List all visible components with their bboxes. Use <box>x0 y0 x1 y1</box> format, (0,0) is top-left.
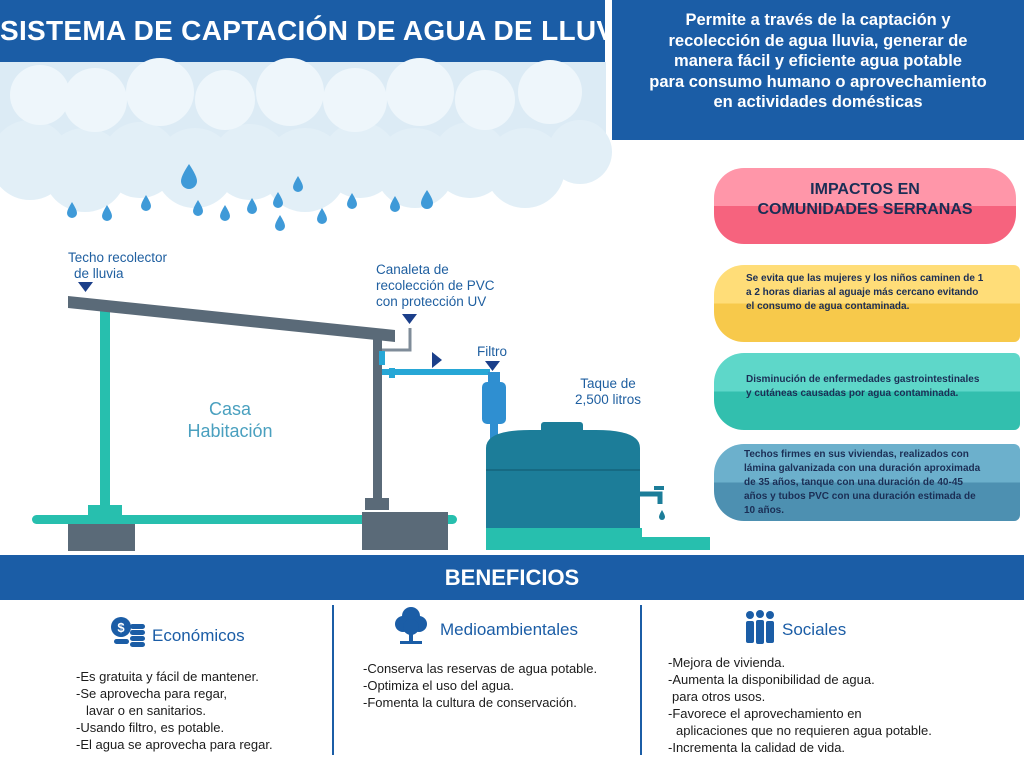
people-icon <box>746 610 774 644</box>
faucet-icon <box>640 491 663 504</box>
tank-base <box>486 528 642 550</box>
impact-text-walking: Se evita que las mujeres y los niños cam… <box>746 273 984 312</box>
filter-label: Filtro <box>477 344 507 359</box>
impact-text-health: Disminución de enfermedades gastrointest… <box>746 374 980 399</box>
description-banner <box>612 0 1024 140</box>
benefit-heading-economicos: Económicos <box>152 626 245 645</box>
rainwater-system-illustration <box>0 58 710 551</box>
benefit-heading-sociales: Sociales <box>782 620 847 639</box>
description-text: Permite a través de la captación y recol… <box>612 10 1024 113</box>
house-label: Casa Habitación <box>187 399 273 441</box>
column-divider <box>332 605 334 755</box>
coins-icon: $ <box>111 617 145 647</box>
left-column-base <box>88 505 122 517</box>
page-title: SISTEMA DE CAPTACIÓN DE AGUA DE LLUVIA <box>0 15 645 46</box>
filter-body <box>482 382 506 424</box>
description-line: para consumo humano o aprovechamiento <box>649 72 987 91</box>
impact-card-health <box>714 353 1020 430</box>
description-line: manera fácil y eficiente agua potable <box>674 52 962 70</box>
gutter <box>382 328 412 352</box>
tank-body <box>486 430 640 528</box>
description-line: recolección de agua lluvia, generar de <box>668 31 968 50</box>
pvc-pipe <box>379 351 490 375</box>
tree-icon <box>395 607 427 644</box>
impact-card-housing <box>714 444 1020 521</box>
benefit-list-sociales: -Mejora de vivienda. -Aumenta la disponi… <box>668 655 932 755</box>
benefit-list-medioambientales: -Conserva las reservas de agua potable. … <box>363 661 598 710</box>
raindrops-graphic <box>67 164 433 231</box>
description-line: en actividades domésticas <box>713 93 923 111</box>
tank-label: Taque de 2,500 litros <box>575 376 642 407</box>
clouds-graphic <box>0 58 612 212</box>
ground-line <box>32 515 457 524</box>
roof-label: Techo recolector de lluvia <box>68 250 168 281</box>
benefit-list-economicos: -Es gratuita y fácil de mantener. -Se ap… <box>76 669 273 752</box>
left-footing <box>68 524 135 551</box>
title-banner <box>0 0 605 62</box>
description-line: Permite a través de la captación y <box>685 11 951 29</box>
impacts-title: IMPACTOS EN COMUNIDADES SERRANAS <box>757 181 973 218</box>
gutter-label: Canaleta de recolección de PVC con prote… <box>376 262 495 309</box>
roof-panel <box>68 296 395 342</box>
benefits-banner <box>0 555 1024 600</box>
filter-cap <box>488 372 500 382</box>
right-footing <box>362 512 448 550</box>
right-column <box>373 338 382 506</box>
impacts-title-pill <box>714 168 1016 244</box>
benefit-heading-medioambientales: Medioambientales <box>440 620 578 639</box>
svg-text:$: $ <box>117 620 125 635</box>
label-markers <box>78 282 500 371</box>
benefits-title: BENEFICIOS <box>444 565 580 590</box>
right-column-base <box>365 498 389 510</box>
left-column <box>100 310 110 520</box>
impact-card-walking <box>714 265 1020 342</box>
column-divider <box>640 605 642 755</box>
impact-text-housing: Techos firmes en sus viviendas, realizad… <box>744 449 981 516</box>
